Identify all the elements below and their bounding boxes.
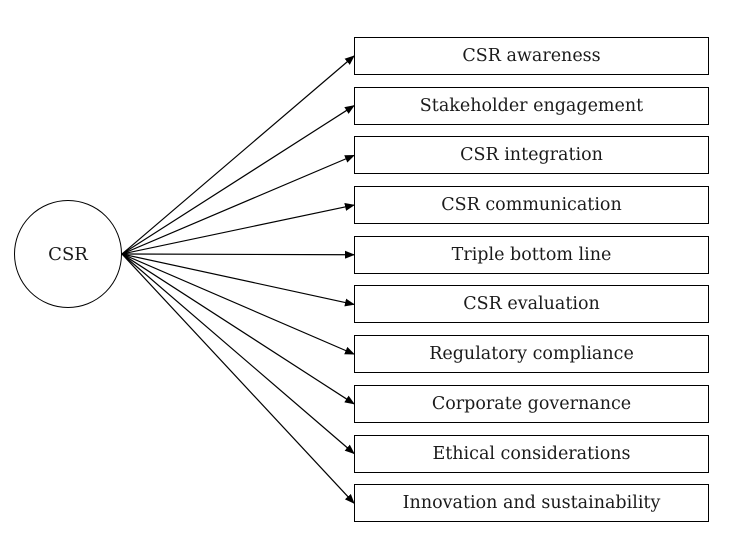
connector-arrow [121, 203, 355, 255]
csr-dimension-box: Triple bottom line [354, 235, 709, 274]
connector-arrow [121, 253, 355, 355]
csr-dimension-label: CSR integration [460, 145, 603, 166]
csr-dimension-label: Corporate governance [431, 393, 632, 414]
csr-dimension-box: Ethical considerations [354, 434, 709, 473]
csr-dimension-label: Regulatory compliance [429, 344, 634, 365]
csr-dimension-label: Innovation and sustainability [402, 493, 661, 514]
csr-dimension-box: Regulatory compliance [354, 335, 709, 374]
csr-dimension-box: Innovation and sustainability [354, 484, 709, 523]
csr-dimension-label: Stakeholder engagement [419, 95, 644, 116]
csr-dimension-label: CSR evaluation [463, 294, 600, 315]
connector-arrow [121, 253, 355, 455]
csr-dimension-label: CSR communication [441, 195, 622, 216]
csr-dimension-box: CSR awareness [354, 37, 709, 75]
connector-arrow [121, 253, 355, 307]
csr-dimension-box: CSR evaluation [354, 285, 709, 324]
csr-hub-label: CSR [48, 243, 88, 265]
csr-dimension-label: CSR awareness [462, 46, 601, 66]
csr-dimension-label: Triple bottom line [451, 244, 612, 265]
csr-dimension-box: CSR integration [354, 136, 709, 175]
connector-arrow [121, 253, 355, 504]
csr-dimension-box: Stakeholder engagement [354, 86, 709, 125]
connector-arrow [121, 105, 355, 255]
connector-arrow [121, 55, 355, 255]
csr-dimension-label: Ethical considerations [432, 443, 631, 464]
connector-arrow [121, 154, 355, 255]
csr-dimension-box: CSR communication [354, 186, 709, 225]
csr-hub-circle: CSR [14, 200, 122, 308]
csr-dimension-box: Corporate governance [354, 384, 709, 423]
connector-arrow [121, 250, 355, 259]
connector-arrow [121, 253, 355, 405]
